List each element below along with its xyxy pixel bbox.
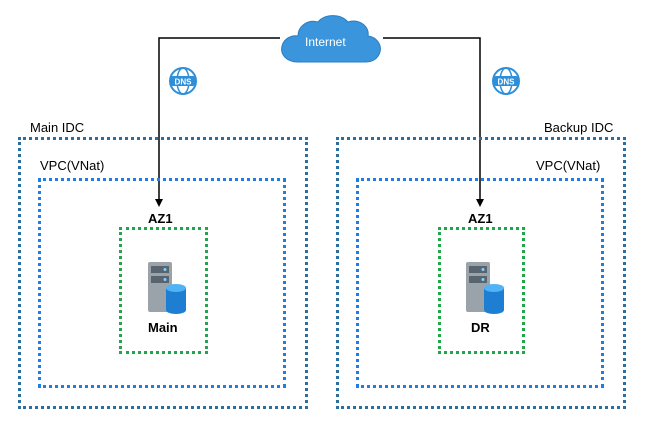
server-database-icon [464,262,508,314]
internet-node: Internet [278,14,382,66]
main-server-label: Main [148,320,178,335]
main-idc-boundary [18,137,308,409]
dns-label: DNS [498,78,516,87]
main-az-boundary [119,227,208,354]
backup-vpc-label: VPC(VNat) [536,158,601,173]
main-vpc-boundary [38,178,286,388]
internet-label: Internet [305,35,346,49]
backup-idc-boundary [336,137,626,409]
backup-vpc-boundary [356,178,604,388]
dns-globe-icon: DNS [168,66,198,96]
main-idc-label: Main IDC [30,120,85,135]
main-vpc-label: VPC(VNat) [40,158,105,173]
main-az-label: AZ1 [148,211,173,226]
backup-idc-label: Backup IDC [544,120,614,135]
link-internet-to-backup [383,37,484,207]
backup-az-label: AZ1 [468,211,493,226]
backup-server-label: DR [471,320,490,335]
dns-globe-icon: DNS [491,66,521,96]
server-database-icon [146,262,190,314]
backup-az-boundary [438,227,525,354]
cloud-icon [281,15,381,63]
link-internet-to-main [155,37,280,207]
dns-label: DNS [175,78,193,87]
